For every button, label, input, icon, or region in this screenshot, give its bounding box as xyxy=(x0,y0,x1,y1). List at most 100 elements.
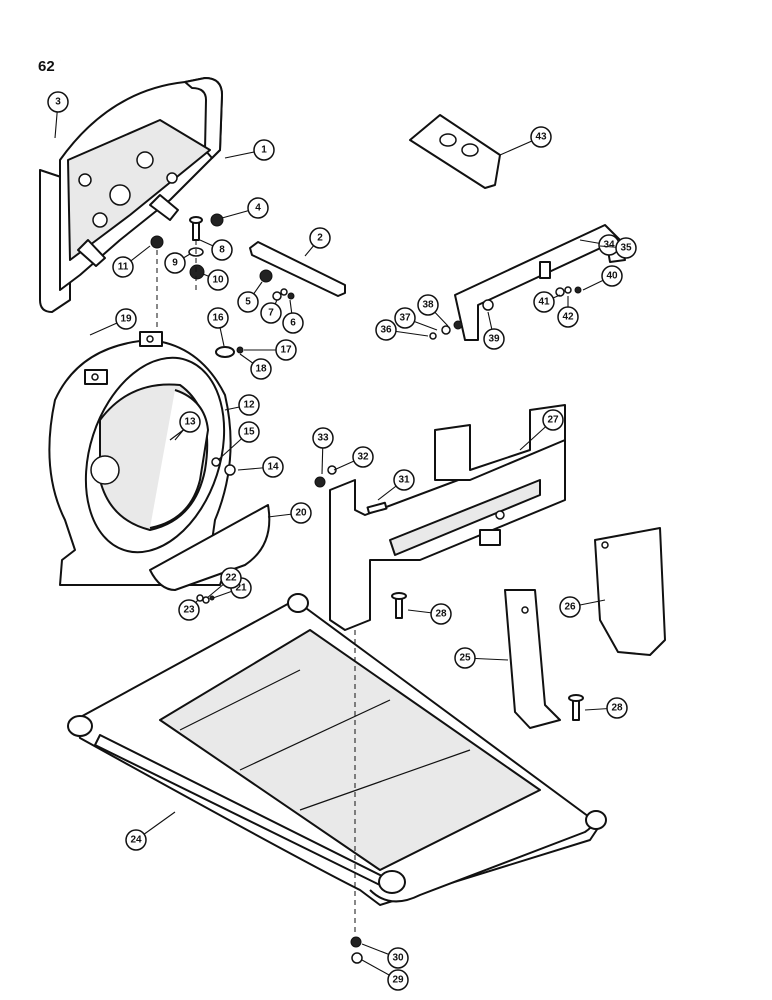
callout-number: 42 xyxy=(562,312,574,323)
callout-number: 18 xyxy=(255,364,267,375)
callout-number: 7 xyxy=(268,308,274,319)
callout-number: 27 xyxy=(547,415,559,426)
callout-circle xyxy=(530,126,552,148)
callout-circle xyxy=(557,306,579,328)
callout-number: 15 xyxy=(243,427,255,438)
callout-41: 41 xyxy=(533,291,561,313)
callout-circle xyxy=(260,302,282,324)
part-plate xyxy=(149,504,271,591)
callout-number: 26 xyxy=(564,602,576,613)
callout-number: 10 xyxy=(212,275,224,286)
page-number: 62 xyxy=(38,58,55,75)
callout-32: 32 xyxy=(333,446,374,471)
callout-39: 39 xyxy=(483,311,505,350)
callout-circle xyxy=(207,307,229,329)
callout-circle xyxy=(352,446,374,468)
callout-14: 14 xyxy=(237,456,284,478)
callout-number: 21 xyxy=(235,583,247,594)
callout-24: 24 xyxy=(125,811,176,851)
callout-2: 2 xyxy=(304,227,331,257)
callout-circle xyxy=(238,421,260,443)
callout-33: 33 xyxy=(312,427,334,475)
callout-28: 28 xyxy=(407,603,452,625)
callout-9: 9 xyxy=(164,252,191,274)
callout-number: 28 xyxy=(435,609,447,620)
callout-5: 5 xyxy=(237,281,263,313)
hardware-shroud xyxy=(150,213,295,330)
callout-circle xyxy=(178,599,200,621)
callout-4: 4 xyxy=(221,197,269,219)
callout-circle xyxy=(417,294,439,316)
callout-circle xyxy=(237,291,259,313)
callout-1: 1 xyxy=(224,139,275,161)
callout-20: 20 xyxy=(267,502,312,524)
callout-28: 28 xyxy=(584,697,628,719)
callout-circle xyxy=(275,339,297,361)
callout-34: 34 xyxy=(579,234,620,256)
callout-circle xyxy=(220,567,242,589)
callout-number: 6 xyxy=(290,318,296,329)
part-base-skid xyxy=(67,593,607,906)
callout-number: 32 xyxy=(357,452,369,463)
callout-40: 40 xyxy=(582,265,623,291)
callout-number: 25 xyxy=(459,653,471,664)
callout-15: 15 xyxy=(217,421,260,461)
part-support-frame xyxy=(329,404,566,631)
callout-29: 29 xyxy=(361,959,409,991)
callout-37: 37 xyxy=(394,307,438,331)
callout-number: 1 xyxy=(261,145,267,156)
callout-circle xyxy=(207,269,229,291)
callout-31: 31 xyxy=(377,469,415,501)
callout-circle xyxy=(387,947,409,969)
callout-number: 33 xyxy=(317,433,329,444)
part-bar xyxy=(249,241,346,297)
callout-circle xyxy=(430,603,452,625)
callout-number: 19 xyxy=(120,314,132,325)
callout-circle xyxy=(262,456,284,478)
callout-circle xyxy=(164,252,186,274)
part-upright-right xyxy=(594,527,666,656)
callout-number: 14 xyxy=(267,462,279,473)
callout-22: 22 xyxy=(206,567,242,599)
callout-number: 34 xyxy=(603,240,615,251)
callout-27: 27 xyxy=(519,409,564,451)
callout-number: 12 xyxy=(243,400,255,411)
callout-number: 8 xyxy=(219,245,225,256)
callout-10: 10 xyxy=(202,269,229,291)
callout-circle xyxy=(47,91,69,113)
part-small-bracket xyxy=(409,114,501,189)
hardware-misc xyxy=(196,286,584,964)
callout-19: 19 xyxy=(89,308,137,336)
callout-circle xyxy=(125,829,147,851)
callout-18: 18 xyxy=(239,353,272,380)
callout-circle xyxy=(250,358,272,380)
callout-circle xyxy=(601,265,623,287)
callout-circle xyxy=(253,139,275,161)
callout-circle xyxy=(312,427,334,449)
callout-circle xyxy=(394,307,416,329)
callout-number: 2 xyxy=(317,233,323,244)
callout-number: 29 xyxy=(392,975,404,986)
callout-number: 36 xyxy=(380,325,392,336)
callout-number: 22 xyxy=(225,573,237,584)
callout-layer: 1234567891011121314151617181920212223242… xyxy=(47,91,637,991)
callout-circle xyxy=(375,319,397,341)
callout-number: 3 xyxy=(55,97,61,108)
callout-number: 9 xyxy=(172,258,178,269)
callout-number: 39 xyxy=(488,334,500,345)
callout-circle xyxy=(542,409,564,431)
callout-16: 16 xyxy=(207,307,229,347)
callout-circle xyxy=(454,647,476,669)
callout-36: 36 xyxy=(375,319,429,341)
callout-circle xyxy=(309,227,331,249)
callout-13: 13 xyxy=(174,411,201,441)
callout-circle xyxy=(393,469,415,491)
callout-number: 17 xyxy=(280,345,292,356)
callout-number: 38 xyxy=(422,300,434,311)
callout-circle xyxy=(112,256,134,278)
callout-number: 40 xyxy=(606,271,618,282)
callout-42: 42 xyxy=(557,296,579,328)
callout-number: 35 xyxy=(620,243,632,254)
callout-circle xyxy=(247,197,269,219)
